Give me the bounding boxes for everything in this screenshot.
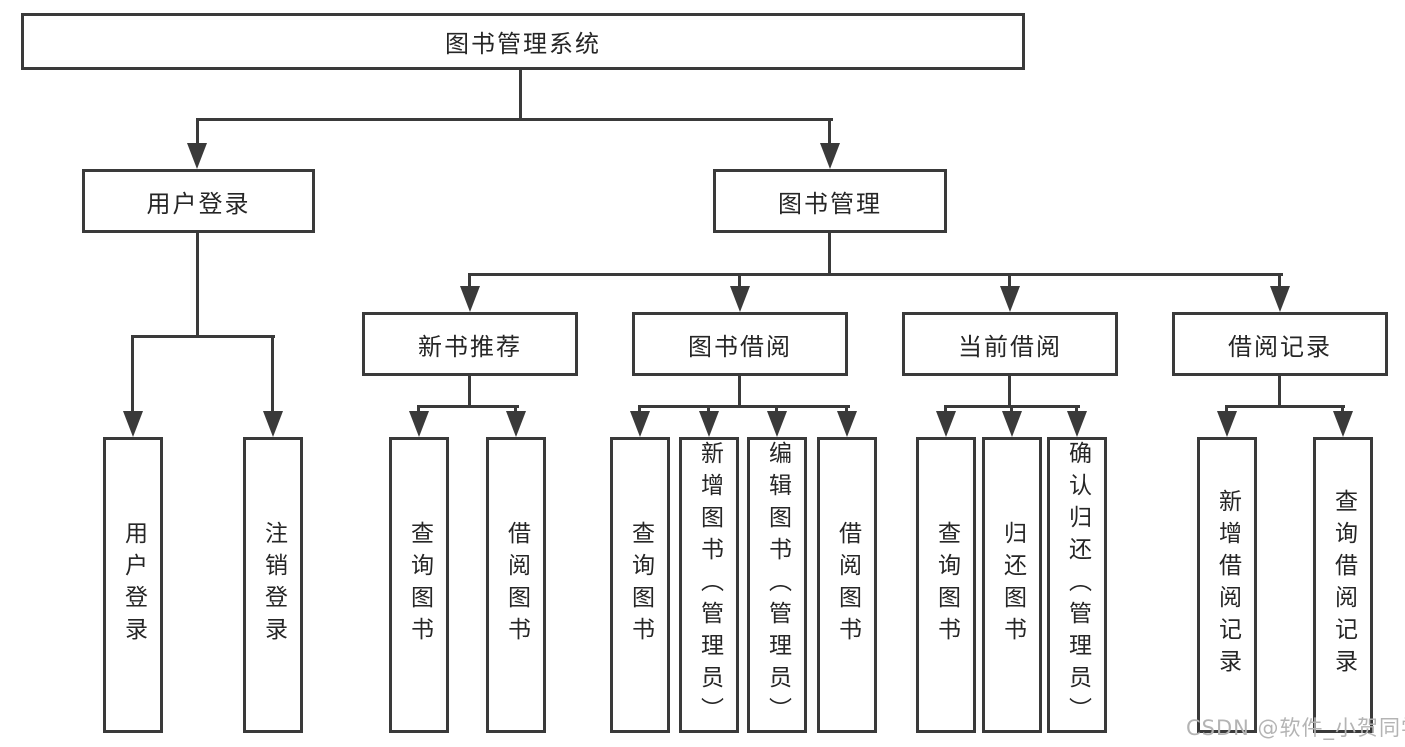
leaf-borrow-borrow-books: 借阅图书: [817, 437, 877, 733]
leaf-current-return-books-label: 归还图书: [999, 521, 1026, 649]
leaf-current-return-books: 归还图书: [982, 437, 1042, 733]
edge-to-bor-add: [707, 405, 710, 415]
leaf-borrow-query-books: 查询图书: [610, 437, 670, 733]
edge-to-bor-query: [638, 405, 641, 415]
leaf-records-add-record: 新增借阅记录: [1197, 437, 1257, 733]
node-book-borrow: 图书借阅: [632, 312, 848, 376]
edge-to-records: [1278, 273, 1281, 288]
leaf-borrow-add-books-label: 新增图书（管理员）: [696, 441, 723, 729]
leaf-user-login: 用户登录: [103, 437, 163, 733]
edge-to-cur-confirm: [1075, 405, 1078, 415]
leaf-current-confirm-return-label: 确认归还（管理员）: [1064, 441, 1091, 729]
leaf-borrow-edit-books: 编辑图书（管理员）: [747, 437, 807, 733]
arrowhead-leaf-login-icon: [123, 411, 143, 437]
edge-records-rail: [1225, 405, 1345, 408]
arrowhead-recd-query-icon: [1333, 411, 1353, 437]
edge-recommend-rail: [417, 405, 519, 408]
edge-to-recd-add: [1225, 405, 1228, 415]
leaf-recommend-query-books: 查询图书: [389, 437, 449, 733]
leaf-recommend-borrow-books-label: 借阅图书: [503, 521, 530, 649]
edge-to-rec-borrow: [514, 405, 517, 415]
edge-book-management-rail: [468, 273, 1283, 276]
arrowhead-rec-borrow-icon: [506, 411, 526, 437]
node-book-management-label: 图书管理: [778, 189, 882, 218]
edge-borrow-rail: [638, 405, 850, 408]
edge-to-rec-query: [417, 405, 420, 415]
arrowhead-cur-query-icon: [936, 411, 956, 437]
arrowhead-borrow-icon: [730, 286, 750, 312]
leaf-borrow-borrow-books-label: 借阅图书: [834, 521, 861, 649]
leaf-current-query-books-label: 查询图书: [933, 521, 960, 649]
arrowhead-bor-edit-icon: [767, 411, 787, 437]
leaf-logout: 注销登录: [243, 437, 303, 733]
leaf-logout-label: 注销登录: [260, 521, 287, 649]
leaf-borrow-add-books: 新增图书（管理员）: [679, 437, 739, 733]
arrowhead-bor-query-icon: [630, 411, 650, 437]
edge-to-borrow: [738, 273, 741, 288]
edge-to-recd-query: [1341, 405, 1344, 415]
arrowhead-cur-confirm-icon: [1067, 411, 1087, 437]
node-new-book-recommend: 新书推荐: [362, 312, 578, 376]
arrowhead-book-management-icon: [820, 143, 840, 169]
edge-to-cur-return: [1010, 405, 1013, 415]
edge-user-login-stem: [196, 233, 199, 337]
node-user-login: 用户登录: [82, 169, 315, 233]
edge-root-to-user-login: [196, 118, 199, 145]
arrowhead-leaf-logout-icon: [263, 411, 283, 437]
node-borrow-records-label: 借阅记录: [1228, 332, 1332, 361]
arrowhead-recd-add-icon: [1217, 411, 1237, 437]
node-book-borrow-label: 图书借阅: [688, 332, 792, 361]
edge-to-leaf-login: [131, 335, 134, 413]
leaf-current-query-books: 查询图书: [916, 437, 976, 733]
node-root: 图书管理系统: [21, 13, 1025, 70]
node-borrow-records: 借阅记录: [1172, 312, 1388, 376]
edge-current-stem: [1008, 376, 1011, 407]
edge-recommend-stem: [468, 376, 471, 407]
edge-to-cur-query: [944, 405, 947, 415]
node-book-management: 图书管理: [713, 169, 947, 233]
leaf-records-query-record: 查询借阅记录: [1313, 437, 1373, 733]
arrowhead-rec-query-icon: [409, 411, 429, 437]
arrowhead-cur-return-icon: [1002, 411, 1022, 437]
edge-to-leaf-logout: [271, 335, 274, 413]
leaf-recommend-query-books-label: 查询图书: [406, 521, 433, 649]
edge-borrow-stem: [738, 376, 741, 407]
leaf-records-query-record-label: 查询借阅记录: [1330, 489, 1357, 681]
leaf-borrow-edit-books-label: 编辑图书（管理员）: [764, 441, 791, 729]
arrowhead-bor-add-icon: [699, 411, 719, 437]
edge-to-bor-borrow: [845, 405, 848, 415]
csdn-watermark: CSDN @软件_小贺同学: [1186, 716, 1405, 740]
edge-user-login-rail: [131, 335, 275, 338]
node-current-borrow: 当前借阅: [902, 312, 1118, 376]
leaf-records-add-record-label: 新增借阅记录: [1214, 489, 1241, 681]
edge-root-to-book-management: [828, 118, 831, 145]
arrowhead-bor-borrow-icon: [837, 411, 857, 437]
arrowhead-user-login-icon: [187, 143, 207, 169]
edge-to-current: [1008, 273, 1011, 288]
edge-records-stem: [1278, 376, 1281, 407]
node-new-book-recommend-label: 新书推荐: [418, 332, 522, 361]
arrowhead-current-icon: [1000, 286, 1020, 312]
leaf-current-confirm-return: 确认归还（管理员）: [1047, 437, 1107, 733]
edge-root-stem: [519, 70, 522, 120]
edge-to-recommend: [468, 273, 471, 288]
edge-root-rail: [196, 118, 833, 121]
node-current-borrow-label: 当前借阅: [958, 332, 1062, 361]
arrowhead-records-icon: [1270, 286, 1290, 312]
edge-book-management-stem: [828, 233, 831, 275]
leaf-user-login-label: 用户登录: [120, 521, 147, 649]
node-user-login-label: 用户登录: [146, 189, 251, 218]
leaf-borrow-query-books-label: 查询图书: [627, 521, 654, 649]
node-root-label: 图书管理系统: [445, 30, 601, 58]
arrowhead-recommend-icon: [460, 286, 480, 312]
leaf-recommend-borrow-books: 借阅图书: [486, 437, 546, 733]
edge-to-bor-edit: [775, 405, 778, 415]
